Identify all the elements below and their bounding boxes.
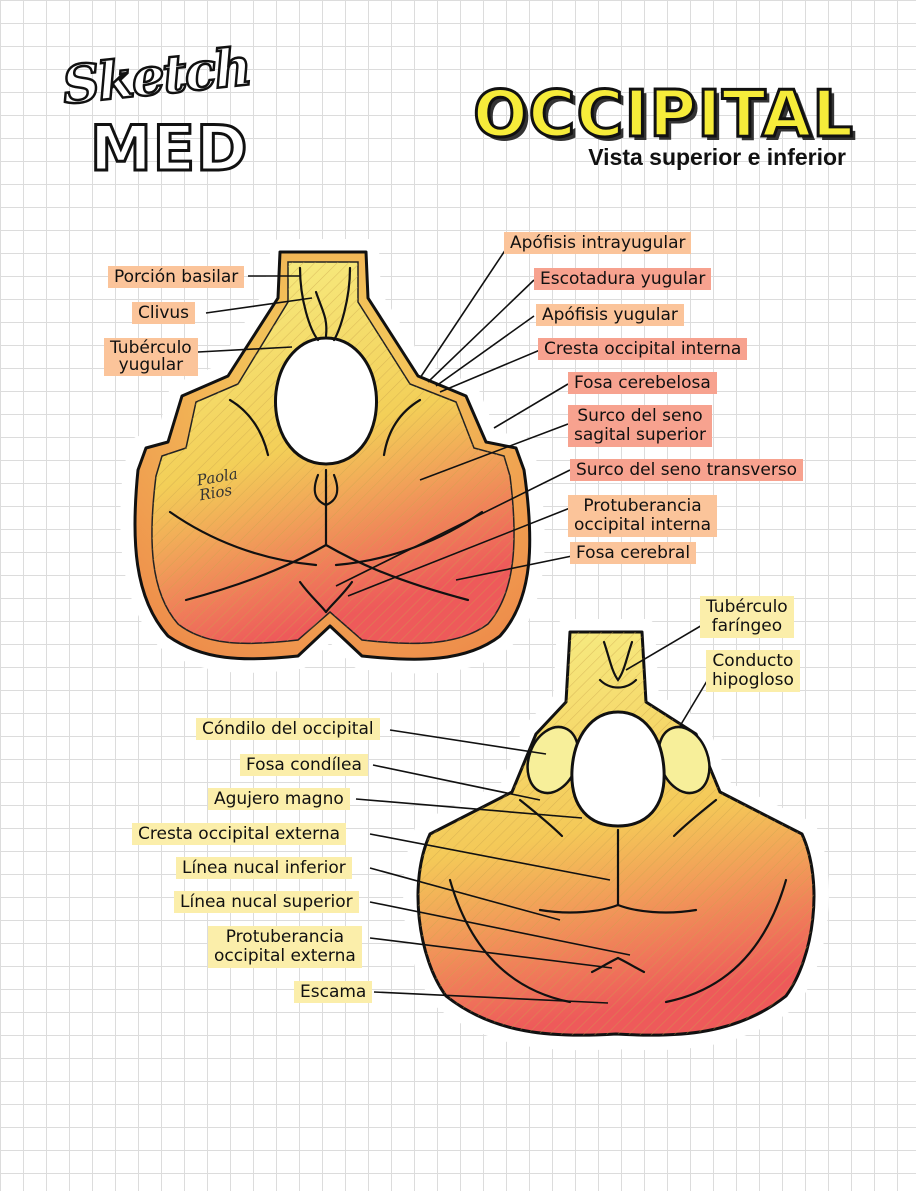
label-linea-nucal-superior: Línea nucal superior xyxy=(174,891,359,913)
label-surco-seno-transverso: Surco del seno transverso xyxy=(570,459,804,481)
label-escama: Escama xyxy=(294,981,373,1003)
label-protuberancia-occipital-interna: Protuberancia occipital interna xyxy=(568,495,718,537)
label-escotadura-yugular: Escotadura yugular xyxy=(534,268,712,290)
superior-view-bone xyxy=(120,239,545,674)
label-linea-nucal-inferior: Línea nucal inferior xyxy=(176,857,352,879)
label-protuberancia-occipital-externa: Protuberancia occipital externa xyxy=(208,926,362,968)
label-cresta-occipital-externa: Cresta occipital externa xyxy=(132,823,347,845)
leader-lines xyxy=(197,245,711,1004)
label-fosa-condilea: Fosa condílea xyxy=(240,754,368,776)
inferior-view-bone xyxy=(403,619,829,1051)
label-agujero-magno: Agujero magno xyxy=(208,788,350,810)
label-tuberculo-faringeo: Tubérculo faríngeo xyxy=(700,596,794,638)
label-fosa-cerebelosa: Fosa cerebelosa xyxy=(568,372,717,394)
label-conducto-hipogloso: Conducto hipogloso xyxy=(706,650,800,692)
brand-logo-bottom: MED xyxy=(89,111,250,187)
label-apofisis-yugular: Apófisis yugular xyxy=(536,304,684,326)
label-surco-seno-sagital-superior: Surco del seno sagital superior xyxy=(568,405,712,447)
label-condilo-occipital: Cóndilo del occipital xyxy=(196,718,380,740)
page-subtitle: Vista superior e inferior xyxy=(588,144,846,170)
label-cresta-occipital-interna: Cresta occipital interna xyxy=(538,338,748,360)
label-porcion-basilar: Porción basilar xyxy=(108,266,245,288)
label-tuberculo-yugular: Tubérculo yugular xyxy=(104,338,198,376)
label-apofisis-intrayugular: Apófisis intrayugular xyxy=(504,232,692,254)
page-title: OCCIPITAL xyxy=(472,77,855,154)
label-clivus: Clivus xyxy=(132,302,196,324)
label-fosa-cerebral: Fosa cerebral xyxy=(570,542,697,564)
